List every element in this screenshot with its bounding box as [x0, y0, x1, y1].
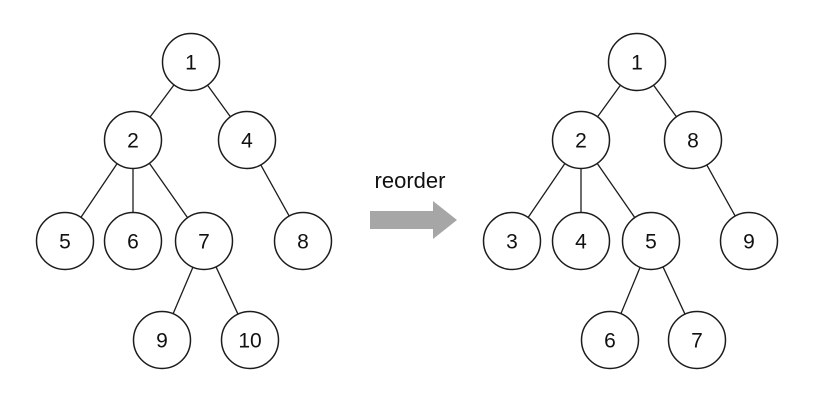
- tree-edge-m5-m6: [620, 267, 641, 314]
- reorder-label: reorder: [374, 168, 446, 193]
- tree-edge-m2-m5: [596, 163, 636, 218]
- tree-edge-m5-m7: [662, 266, 686, 315]
- tree-node-circle-n9: [132, 310, 192, 370]
- tree-node-circle-m3: [482, 211, 542, 271]
- tree-node-circle-n1: [161, 32, 221, 92]
- tree-node-label-m5: 5: [645, 230, 657, 253]
- tree-node-label-n9: 9: [156, 329, 168, 352]
- reorder-arrow-icon: [370, 201, 457, 239]
- tree-node-label-n10: 10: [238, 329, 261, 352]
- tree-node-circle-n7: [174, 211, 234, 271]
- tree-node-label-n4: 4: [241, 129, 253, 152]
- tree-node-label-n7: 7: [198, 230, 210, 253]
- tree-node-circle-m9: [719, 211, 779, 271]
- tree-node-circle-m2: [551, 110, 611, 170]
- tree-edge-n7-n9: [172, 266, 194, 315]
- tree-node-label-m6: 6: [604, 329, 616, 352]
- tree-node-label-m8: 8: [687, 129, 699, 152]
- tree-node-label-m4: 4: [575, 230, 587, 253]
- tree-node-label-n5: 5: [59, 230, 71, 253]
- tree-node-circle-n6: [103, 211, 163, 271]
- tree-edge-n1-n2: [149, 84, 175, 118]
- tree-node-circle-m1: [607, 32, 667, 92]
- tree-edge-m8-m9: [706, 164, 736, 217]
- tree-edge-n1-n4: [207, 84, 231, 118]
- before-reorder-tree: 1 2 4 5 6 7 8 9 10: [35, 32, 333, 370]
- tree-node-circle-m6: [580, 310, 640, 370]
- tree-edge-n7-n10: [215, 266, 239, 315]
- tree-node-label-n8: 8: [297, 230, 309, 253]
- tree-node-label-m1: 1: [631, 51, 643, 74]
- tree-edge-n4-n8: [260, 164, 290, 217]
- tree-node-circle-m5: [621, 211, 681, 271]
- tree-node-label-m9: 9: [743, 230, 755, 253]
- tree-node-label-n6: 6: [127, 230, 139, 253]
- after-reorder-tree: 1 2 8 3 4 5 9 6 7: [482, 32, 779, 370]
- tree-node-circle-n4: [217, 110, 277, 170]
- tree-edge-m2-m3: [527, 163, 566, 218]
- tree-node-circle-m7: [667, 310, 727, 370]
- tree-edge-m1-m2: [597, 84, 621, 118]
- tree-node-circle-n2: [103, 110, 163, 170]
- tree-node-label-m3: 3: [506, 230, 518, 253]
- tree-node-circle-m8: [663, 110, 723, 170]
- tree-edge-n2-n5: [80, 163, 118, 218]
- tree-node-label-n2: 2: [127, 129, 139, 152]
- tree-edge-n2-n7: [148, 162, 189, 219]
- tree-node-label-n1: 1: [185, 51, 197, 74]
- tree-node-circle-n5: [35, 211, 95, 271]
- tree-node-label-m7: 7: [691, 329, 703, 352]
- tree-node-circle-m4: [551, 211, 611, 271]
- tree-edge-m1-m8: [653, 84, 677, 118]
- tree-node-circle-n8: [273, 211, 333, 271]
- tree-node-label-m2: 2: [575, 129, 587, 152]
- tree-node-circle-n10: [220, 310, 280, 370]
